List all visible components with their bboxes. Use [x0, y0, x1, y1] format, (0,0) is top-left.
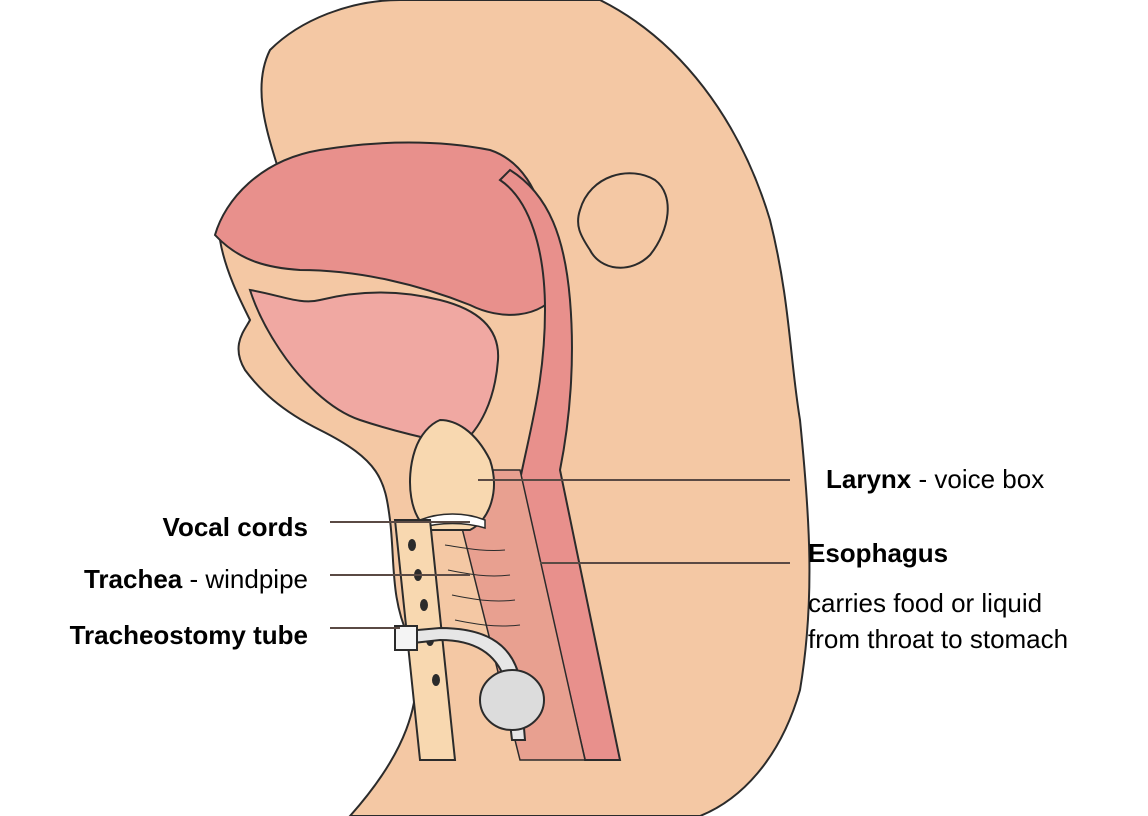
label-esophagus-desc-line2: from throat to stomach: [808, 624, 1068, 654]
label-vocal-cords: Vocal cords: [163, 512, 308, 542]
label-trachea-term: Trachea: [84, 564, 182, 594]
label-larynx-desc: - voice box: [911, 464, 1044, 494]
tracheostomy-tube-flange: [395, 626, 417, 650]
label-esophagus-desc-line1: carries food or liquid: [808, 588, 1042, 618]
label-larynx: Larynx - voice box: [826, 464, 1044, 494]
label-larynx-term: Larynx: [826, 464, 911, 494]
label-esophagus: Esophagus: [808, 538, 948, 568]
label-esophagus-term: Esophagus: [808, 538, 948, 568]
tracheostomy-cuff-icon: [480, 670, 544, 730]
label-tracheostomy-tube-term: Tracheostomy tube: [70, 620, 308, 650]
label-vocal-cords-term: Vocal cords: [163, 512, 308, 542]
label-trachea-desc: - windpipe: [182, 564, 308, 594]
label-trachea: Trachea - windpipe: [84, 564, 308, 594]
label-tracheostomy-tube: Tracheostomy tube: [70, 620, 308, 650]
